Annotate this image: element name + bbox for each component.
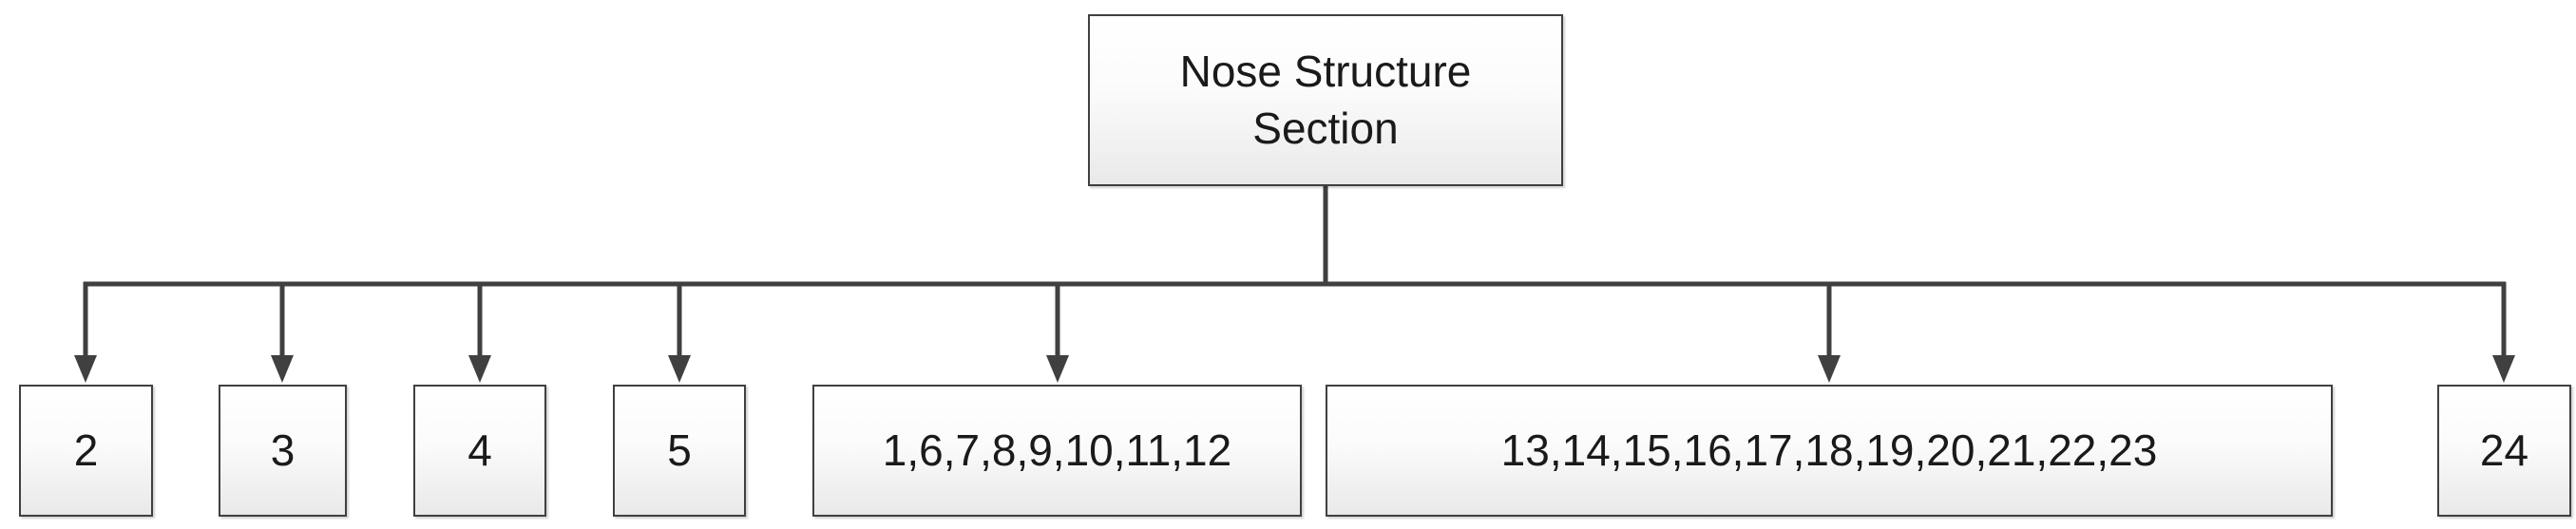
arrowhead-13-23 xyxy=(1818,355,1841,383)
root-label-line2: Section xyxy=(1252,103,1399,153)
child-node-label: 3 xyxy=(270,425,296,475)
child-node-2: 2 xyxy=(19,385,153,517)
child-node-3: 3 xyxy=(219,385,347,517)
root-node: Nose Structure Section xyxy=(1088,14,1563,186)
child-node-13-23: 13,14,15,16,17,18,19,20,21,22,23 xyxy=(1326,385,2333,517)
child-node-1-12: 1,6,7,8,9,10,11,12 xyxy=(812,385,1302,517)
root-label-line1: Nose Structure xyxy=(1179,46,1472,96)
arrowhead-1-12 xyxy=(1046,355,1069,383)
child-node-24: 24 xyxy=(2437,385,2571,517)
child-node-label: 13,14,15,16,17,18,19,20,21,22,23 xyxy=(1500,425,2158,475)
child-node-label: 1,6,7,8,9,10,11,12 xyxy=(882,425,1232,475)
arrowhead-24 xyxy=(2492,355,2515,383)
child-node-5: 5 xyxy=(613,385,746,517)
arrowhead-3 xyxy=(271,355,294,383)
arrowhead-2 xyxy=(74,355,97,383)
arrowhead-4 xyxy=(468,355,491,383)
arrowhead-5 xyxy=(668,355,691,383)
child-node-label: 4 xyxy=(467,425,492,475)
child-node-label: 2 xyxy=(73,425,99,475)
child-node-label: 5 xyxy=(667,425,692,475)
child-node-label: 24 xyxy=(2479,425,2529,475)
child-node-4: 4 xyxy=(413,385,546,517)
